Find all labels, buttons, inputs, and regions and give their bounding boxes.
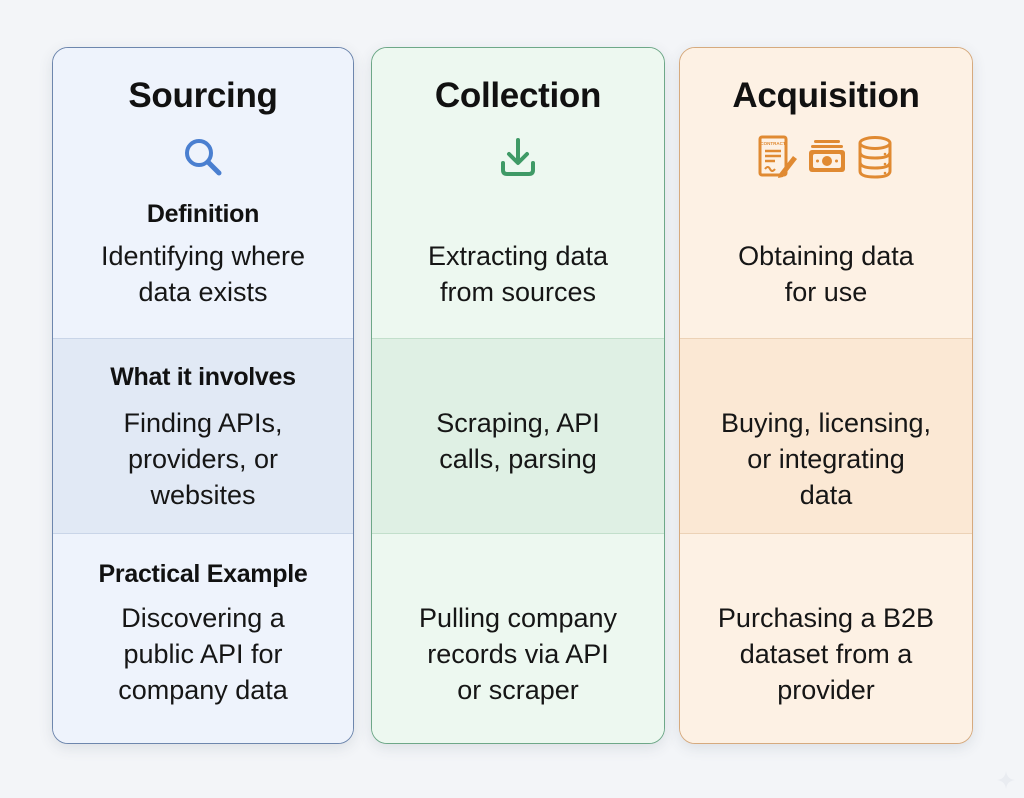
text-line: Obtaining data [738,241,914,271]
text-line: records via API [427,639,609,669]
text-line: from sources [439,277,597,307]
row-label: Definition [146,200,260,228]
column-title: Sourcing [128,76,278,115]
text-line: company data [118,675,288,705]
search-icon [185,139,222,176]
text-line: Scraping, API [436,408,600,438]
column-icons [53,134,353,180]
text-line: Identifying where [100,241,306,271]
column-card-collection: Collection Extracting data from sources … [371,47,665,744]
row-definition: Collection Extracting data from sources [372,48,664,338]
download-icon [501,138,535,176]
text-line: Purchasing a B2B [717,603,935,633]
text-line: data exists [138,277,268,307]
row-text: Extracting data from sources [382,238,654,310]
row-what-it-involves: Buying, licensing, or integrating data [680,338,972,534]
column-title: Acquisition [732,76,920,115]
row-label: What it involves [110,363,296,391]
row-text: Purchasing a B2B dataset from a provider [690,600,962,708]
contract-icon: CONTRACT [758,135,797,178]
text-line: providers, or [127,444,279,474]
sparkle-watermark-icon [997,771,1015,789]
row-text: Identifying where data exists [63,238,343,310]
row-text: Obtaining data for use [690,238,962,310]
contract-icon-text: CONTRACT [760,141,785,146]
row-what-it-involves: What it involves Finding APIs, providers… [53,338,353,534]
text-line: websites [150,480,256,510]
column-card-acquisition: Acquisition CONTRACT [679,47,973,744]
text-line: or integrating [747,444,905,474]
row-text: Buying, licensing, or integrating data [690,405,962,513]
row-practical-example: Practical Example Discovering a public A… [53,534,353,743]
row-definition: Sourcing Definition Identifying where da… [53,48,353,338]
column-card-sourcing: Sourcing Definition Identifying where da… [52,47,354,744]
column-title: Collection [434,76,602,115]
text-line: public API for [123,639,283,669]
row-text: Pulling company records via API or scrap… [382,600,654,708]
row-definition: Acquisition CONTRACT [680,48,972,338]
row-text: Scraping, API calls, parsing [382,405,654,477]
column-icons: CONTRACT [680,134,972,180]
money-stack-icon [809,140,845,172]
row-practical-example: Pulling company records via API or scrap… [372,534,664,743]
row-text: Finding APIs, providers, or websites [63,405,343,513]
text-line: provider [777,675,875,705]
text-line: or scraper [457,675,579,705]
database-icon [858,136,892,179]
column-icons [372,134,664,180]
text-line: Finding APIs, [123,408,283,438]
text-line: Pulling company [418,603,618,633]
text-line: dataset from a [739,639,913,669]
row-practical-example: Purchasing a B2B dataset from a provider [680,534,972,743]
text-line: data [799,480,853,510]
text-line: Buying, licensing, [720,408,932,438]
text-line: calls, parsing [439,444,597,474]
text-line: for use [784,277,868,307]
text-line: Extracting data [427,241,609,271]
text-line: Discovering a [121,603,285,633]
row-text: Discovering a public API for company dat… [63,600,343,708]
row-what-it-involves: Scraping, API calls, parsing [372,338,664,534]
row-label: Practical Example [98,560,308,588]
